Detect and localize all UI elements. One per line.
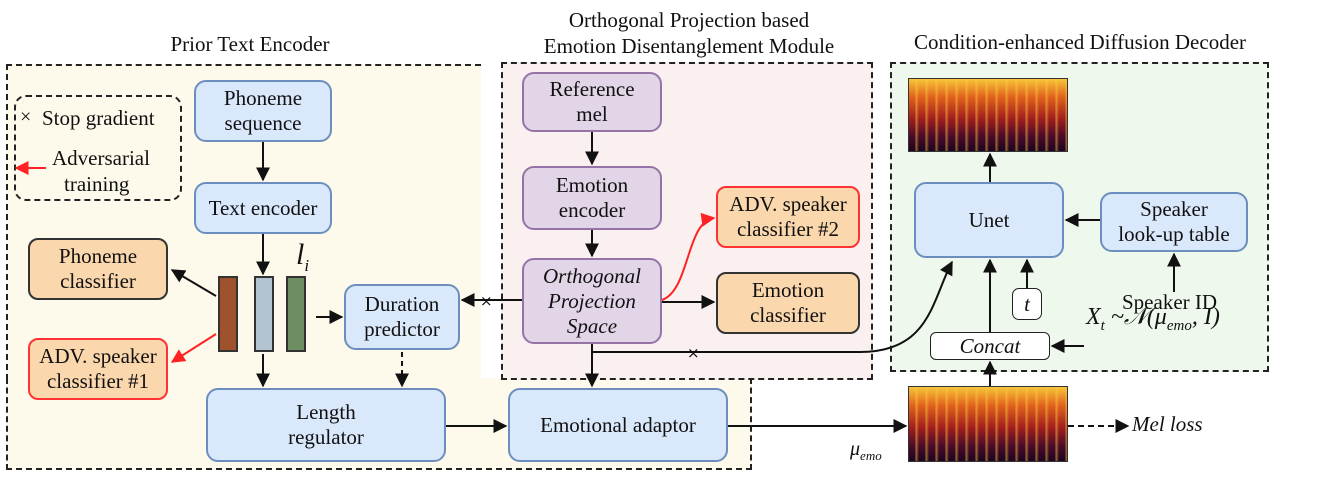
adversarial-label-line1: Adversarial [52,146,150,170]
speaker-lookup-line1: Speaker [1140,197,1208,221]
adv-classifier-2-line2: classifier #2 [736,217,840,241]
adv-classifier-2-line1: ADV. speaker [729,192,847,216]
output-mel-spectrogram [908,78,1068,152]
li-sub: i [304,256,310,275]
latent-bar-brown [218,276,238,352]
adv-classifier-1-line1: ADV. speaker [39,344,157,368]
unet-box: Unet [914,182,1064,258]
mu-emo-label: μemo [850,438,882,464]
xt-sub: t [1100,317,1105,334]
reference-mel-line2: mel [576,102,608,126]
ops-line3: Space [566,313,618,338]
emotional-adaptor-box: Emotional adaptor [508,388,728,462]
text-encoder-box: Text encoder [194,182,332,234]
length-regulator-line1: Length [296,400,356,424]
orthogonal-title-line2: Emotion Disentanglement Module [543,34,835,58]
mel-loss-label: Mel loss [1132,412,1203,436]
adversarial-label-line2: training [64,172,130,196]
phoneme-classifier-line1: Phoneme [58,244,138,268]
emotion-classifier-line1: Emotion [751,278,825,302]
xt-main: X [1086,304,1101,330]
duration-predictor-line1: Duration [364,292,440,316]
concat-box: Concat [930,332,1050,360]
li-label: li [296,238,309,276]
emotion-encoder-line2: encoder [558,198,626,222]
concat-label: Concat [959,333,1021,358]
mu-main: μ [850,438,861,460]
ops-line1: Orthogonal [542,263,641,288]
t-label: t [1024,291,1030,316]
emotional-adaptor-label: Emotional adaptor [540,412,696,437]
xt-distribution-label: Xt ~𝒩(μemo, I) [1086,304,1220,335]
ops-line2: Projection [548,288,636,313]
prior-text-encoder-title: Prior Text Encoder [170,32,330,56]
unet-label: Unet [968,207,1010,232]
diffusion-decoder-title: Condition-enhanced Diffusion Decoder [913,30,1247,54]
xt-end: , I) [1191,304,1220,330]
speaker-lookup-line2: look-up table [1118,222,1230,246]
legend-box [14,95,182,201]
phoneme-sequence-line1: Phoneme [223,86,303,110]
emotion-encoder-line1: Emotion [555,173,629,197]
latent-bar-gray [254,276,274,352]
phoneme-classifier-line2: classifier [60,269,136,293]
reference-mel-line1: Reference [549,77,635,101]
stop-gradient-marker-1: × [480,292,493,310]
orthogonal-title-line1: Orthogonal Projection based [568,8,810,32]
xt-rest: ~𝒩(μ [1104,304,1167,330]
phoneme-sequence-line2: sequence [224,111,302,135]
prior-mel-spectrogram [908,386,1068,462]
stop-gradient-label: Stop gradient [42,106,155,130]
speaker-id-label: Speaker ID [1122,290,1218,314]
stop-gradient-symbol: × [20,106,32,128]
stop-gradient-marker-2: × [687,344,700,362]
length-regulator-line2: regulator [288,425,364,449]
adv-classifier-1-line2: classifier #1 [46,369,150,393]
mu-sub: emo [860,448,882,463]
emotion-classifier-line2: classifier [750,303,826,327]
text-encoder-label: Text encoder [208,195,318,220]
latent-bar-green [286,276,306,352]
li-main: l [296,238,305,271]
t-box: t [1012,288,1042,320]
duration-predictor-line2: predictor [364,317,440,341]
xt-emo: emo [1166,317,1192,334]
